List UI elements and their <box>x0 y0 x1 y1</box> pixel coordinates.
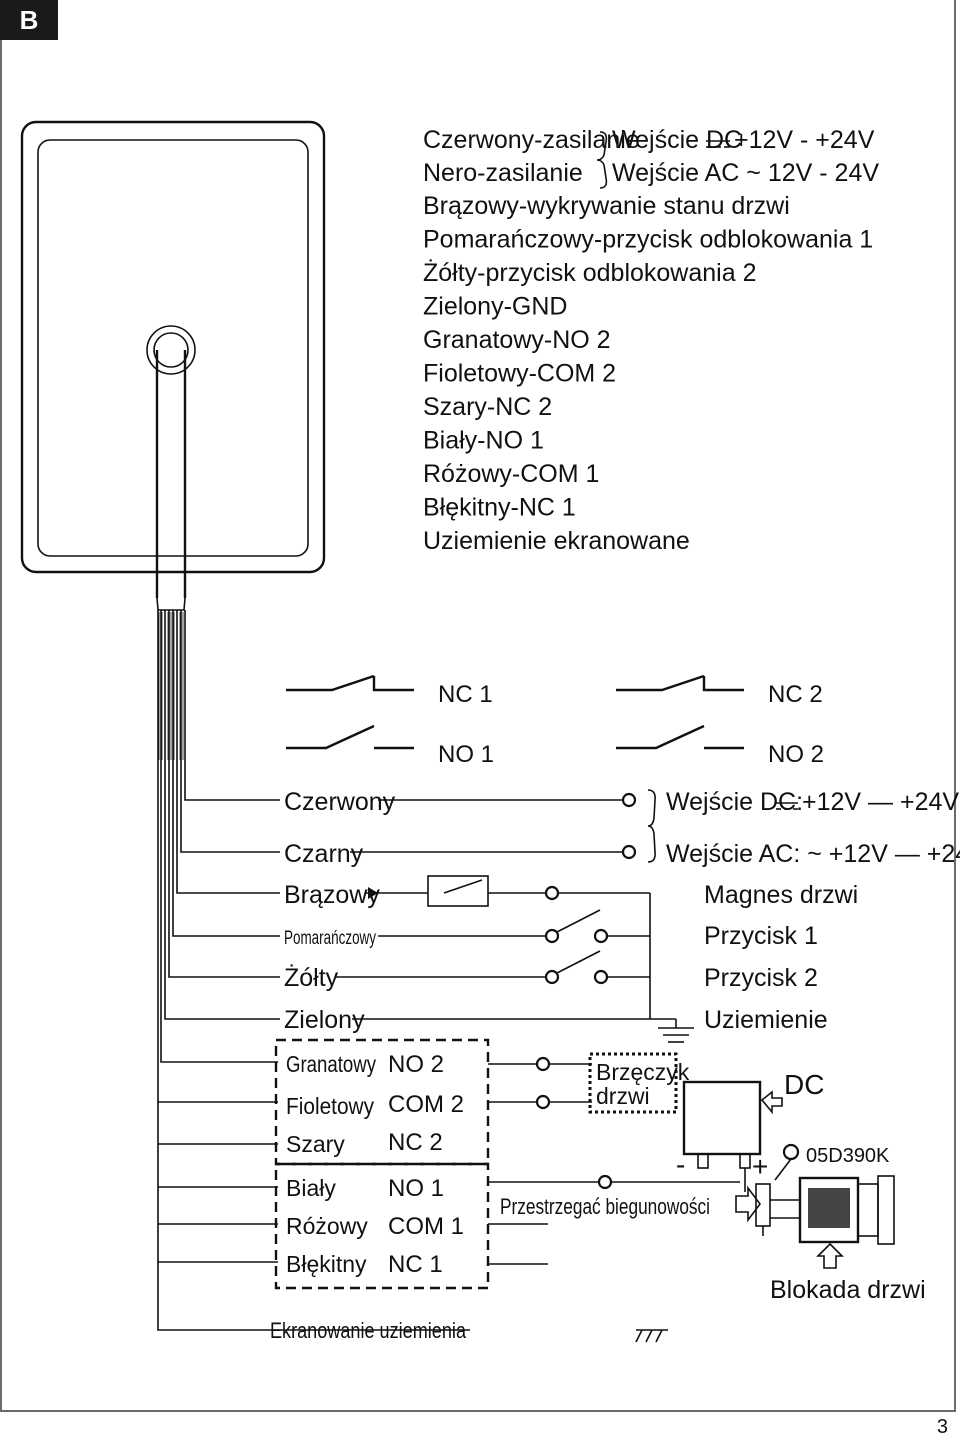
terminal-com2: COM 2 <box>388 1091 464 1118</box>
legend-ac-input: Wejście AC ~ 12V - 24V <box>612 159 879 187</box>
legend-line: Fioletowy-COM 2 <box>423 360 616 388</box>
minus-sign: - <box>676 1149 685 1180</box>
wire-taps <box>157 610 280 1331</box>
legend-line: Pomarańczowy-przycisk odblokowania 1 <box>423 226 873 254</box>
terminal-nc2: NC 2 <box>388 1129 443 1156</box>
legend-line: Szary-NC 2 <box>423 393 552 421</box>
dc-label: DC <box>784 1069 824 1100</box>
polarity-note: Przestrzegać biegunowości <box>500 1194 710 1219</box>
svg-text:NC 1: NC 1 <box>438 681 493 708</box>
terminal-nc1: NC 1 <box>388 1251 443 1278</box>
page-frame <box>0 0 956 1412</box>
lock-label: Blokada drzwi <box>770 1276 926 1304</box>
wire-grey: Szary <box>286 1131 345 1157</box>
legend-line: Brązowy-wykrywanie stanu drzwi <box>423 192 790 220</box>
wire-yellow: Żółty <box>284 963 339 992</box>
model-label: 05D390K <box>806 1145 890 1167</box>
wire-lightblue: Błękitny <box>286 1251 367 1277</box>
wire-brown: Brązowy <box>284 881 380 909</box>
label-ground: Uziemienie <box>704 1006 828 1034</box>
plus-sign: + <box>752 1151 768 1182</box>
svg-text:NO 1: NO 1 <box>438 741 494 768</box>
wire-violet: Fioletowy <box>286 1093 374 1119</box>
relay-symbols: NC 1 NC 2 NO 1 NO 2 <box>286 674 824 768</box>
legend-line: Biały-NO 1 <box>423 427 544 455</box>
legend-line: Błękitny-NC 1 <box>423 494 576 522</box>
dc-symbol <box>706 140 730 148</box>
legend-power-black: Nero-zasilanie <box>423 159 583 187</box>
relay-output-wiring <box>268 1056 740 1343</box>
page-number: 3 <box>936 1416 948 1438</box>
svg-text:NC 2: NC 2 <box>768 681 823 708</box>
button-circuits <box>336 892 694 1043</box>
wire-green: Zielony <box>284 1006 365 1034</box>
no1-symbol: NO 1 <box>286 724 494 768</box>
dc-symbol-right <box>776 802 798 810</box>
label-ac-input: Wejście AC: ~ +12V — +24V <box>666 840 960 868</box>
buzzer-label-1: Brzęczyk <box>596 1059 690 1085</box>
dc-supply: DC - + <box>676 1069 824 1192</box>
legend-dc-range: +12V - +24V <box>734 126 875 154</box>
top-legend: Czerwony-zasilanie Nero-zasilanie Wejści… <box>423 126 879 555</box>
lock-circuit: 05D390K Blokada drzwi <box>735 1143 926 1304</box>
legend-line: Różowy-COM 1 <box>423 460 599 488</box>
wire-navy: Granatowy <box>286 1051 376 1077</box>
legend-line: Granatowy-NO 2 <box>423 326 611 354</box>
wire-black: Czarny <box>284 840 364 868</box>
legend-line: Uziemienie ekranowane <box>423 527 690 555</box>
label-dc-range: +12V — +24V <box>802 788 959 816</box>
wire-labels: Czerwony Czarny Brązowy Pomarańczowy Żół… <box>270 788 467 1343</box>
legend-line: Żółty-przycisk odblokowania 2 <box>423 258 756 287</box>
terminal-no1: NO 1 <box>388 1175 444 1202</box>
wire-pink: Różowy <box>286 1213 368 1239</box>
power-wiring <box>350 789 656 863</box>
svg-text:NO 2: NO 2 <box>768 741 824 768</box>
nc2-symbol: NC 2 <box>616 674 823 708</box>
right-labels: Wejście DC: +12V — +24V Wejście AC: ~ +1… <box>666 788 960 1034</box>
reader-device <box>20 120 326 574</box>
label-door-magnet: Magnes drzwi <box>704 881 858 909</box>
nc1-symbol: NC 1 <box>286 674 493 708</box>
label-dc-input: Wejście DC: <box>666 788 803 816</box>
label-button1: Przycisk 1 <box>704 922 818 950</box>
wire-orange: Pomarańczowy <box>284 928 376 949</box>
terminal-com1: COM 1 <box>388 1213 464 1240</box>
wire-white: Biały <box>286 1175 336 1201</box>
legend-line: Zielony-GND <box>423 293 567 321</box>
no2-symbol: NO 2 <box>616 724 824 768</box>
legend-dc-input: Wejście DC <box>612 126 742 154</box>
door-buzzer: Brzęczyk drzwi <box>588 1052 690 1114</box>
door-lock <box>770 1175 895 1245</box>
legend-brace <box>596 131 608 189</box>
label-button2: Przycisk 2 <box>704 964 818 992</box>
wire-red: Czerwony <box>284 788 396 816</box>
legend-power-red: Czerwony-zasilanie <box>423 126 640 154</box>
terminal-no2: NO 2 <box>388 1051 444 1078</box>
buzzer-label-2: drzwi <box>596 1083 650 1109</box>
door-magnet-circuit <box>366 875 560 907</box>
relay-terminal-boxes: NO 2 COM 2 NC 2 NO 1 COM 1 NC 1 <box>274 1038 490 1290</box>
section-badge: B <box>0 0 58 40</box>
